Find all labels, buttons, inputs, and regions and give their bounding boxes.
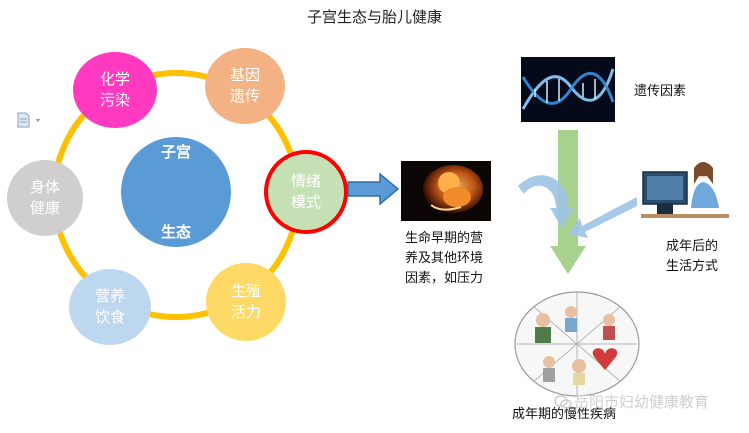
caption-genetic: 遗传因素 [634,84,687,99]
node-reproductive: 生殖 活力 [206,263,286,341]
page-title: 子宫生态与胎儿健康 [306,8,442,26]
curved-arrows [518,175,653,238]
center-node: 子宫 生态 [121,137,231,247]
caption-lifestyle: 成年后的 生活方式 [666,239,719,274]
watermark-text: 岳阳市妇幼健康教育 [574,393,710,411]
node-gene: 基因 遗传 [205,48,285,124]
fetus-icon [401,161,491,221]
arrow-to-fetus [347,172,400,206]
node-body: 身体 健康 [7,160,83,236]
caption-chronic: 成年期的慢性疾病 [512,407,617,422]
node-nutrition: 营养 饮食 [69,269,151,345]
node-chemical: 化学 污染 [73,52,157,128]
woman-at-computer-icon [637,156,733,224]
document-icon[interactable] [16,112,44,128]
dna-icon [521,57,615,122]
caption-early-life: 生命早期的营 养及其他环境 因素，如压力 [405,231,484,286]
node-emotion: 情绪 模式 [264,150,348,234]
disease-illustration-icon [513,290,641,398]
arrow-down-green [550,130,586,274]
wechat-icon [554,395,572,409]
